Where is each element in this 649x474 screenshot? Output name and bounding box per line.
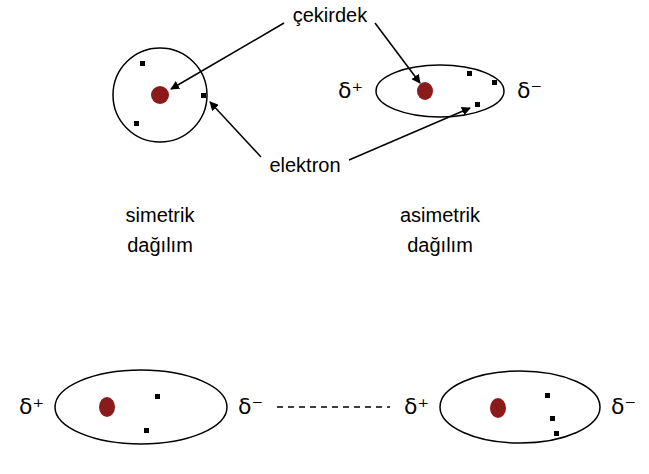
electron — [550, 416, 555, 421]
leader-line — [349, 108, 470, 160]
nucleus — [99, 397, 115, 417]
caption-text: simetrik dağılım — [105, 200, 215, 260]
shape-outline — [338, 65, 542, 260]
charge-sign: δ⁺ — [19, 394, 44, 420]
leader-line — [171, 23, 284, 89]
electron — [475, 102, 480, 107]
dipole-attraction-line — [277, 406, 390, 408]
dipole-ellipse: δ⁺ δ⁻ — [19, 370, 263, 444]
electron — [140, 61, 145, 66]
charge-sign: δ⁺ — [338, 78, 363, 104]
part-label: çekirdek — [293, 3, 367, 27]
nucleus — [151, 86, 169, 104]
dipole-ellipse: δ⁺ δ⁻ — [404, 371, 636, 443]
shape-outline-path — [376, 65, 504, 117]
shape-outline — [105, 48, 215, 260]
electron — [492, 80, 497, 85]
electron — [201, 93, 206, 98]
shape-outline-path — [440, 371, 600, 443]
charge-sign: δ⁻ — [238, 394, 263, 420]
electron — [134, 121, 139, 126]
electron — [144, 428, 149, 433]
leader-line — [210, 102, 261, 157]
part-label: elektron — [269, 153, 340, 177]
atom-ellipse: δ⁺ δ⁻ asimetrik dağılım — [338, 65, 542, 260]
shape-outline-path — [55, 370, 227, 444]
shape-outline-path — [113, 48, 207, 142]
nucleus — [490, 398, 506, 418]
caption-text: asimetrik dağılım — [385, 200, 495, 260]
charge-sign: δ⁻ — [517, 78, 542, 104]
leader-line — [375, 23, 420, 83]
charge-sign: δ⁺ — [404, 394, 429, 420]
shape-outline — [404, 371, 636, 443]
nucleus — [417, 82, 433, 100]
electron — [545, 393, 550, 398]
electron — [155, 394, 160, 399]
shape-outline — [19, 370, 263, 444]
charge-sign: δ⁻ — [611, 394, 636, 420]
electron — [554, 431, 559, 436]
atom-circle: simetrik dağılım — [105, 48, 215, 260]
electron — [467, 71, 472, 76]
